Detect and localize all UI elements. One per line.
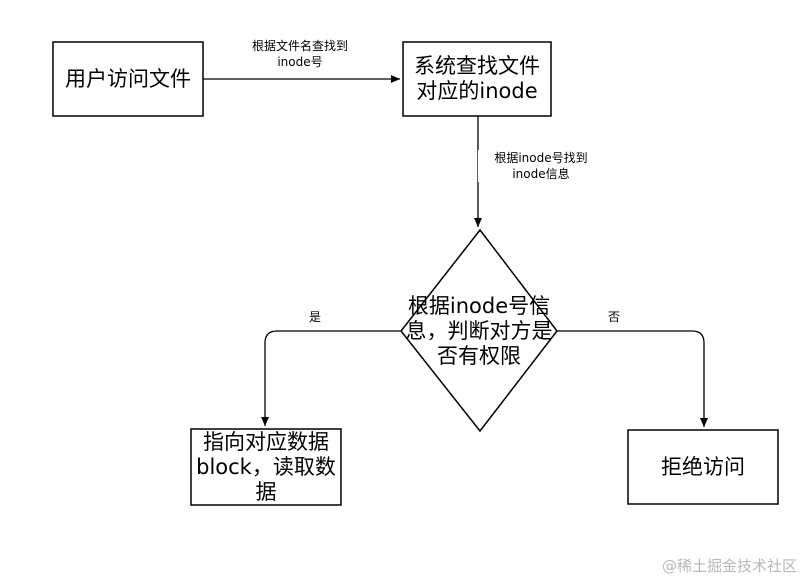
user-access-label: 用户访问文件 xyxy=(53,42,203,116)
deny-access-box xyxy=(627,429,779,505)
permission-check-label: 根据inode号信息，判断对方是否有权限 xyxy=(401,281,557,381)
system-lookup-box xyxy=(402,41,552,117)
read-data-text: 指向对应数据block，读取数据 xyxy=(196,429,336,504)
permission-check-text: 根据inode号信息，判断对方是否有权限 xyxy=(405,293,553,368)
user-access-box xyxy=(52,41,204,117)
edge-label-system-to-check: 根据inode号找到inode信息 xyxy=(478,150,604,182)
user-access-text: 用户访问文件 xyxy=(65,66,191,91)
edge-check-no xyxy=(557,330,708,427)
permission-check-diamond xyxy=(400,228,558,433)
edge-label-check-yes: 是 xyxy=(306,309,324,325)
system-lookup-text: 系统查找文件对应的inode xyxy=(414,54,540,103)
edge-label-check-no: 否 xyxy=(605,309,623,325)
deny-access-text: 拒绝访问 xyxy=(661,454,745,479)
read-data-box xyxy=(190,428,342,506)
edge-check-yes xyxy=(261,330,401,426)
watermark: @稀土掘金技术社区 xyxy=(661,557,797,575)
read-data-label: 指向对应数据block，读取数据 xyxy=(191,429,341,505)
system-lookup-label: 系统查找文件对应的inode xyxy=(403,42,551,116)
edge-label-user-to-system: 根据文件名查找到inode号 xyxy=(240,38,360,70)
deny-access-label: 拒绝访问 xyxy=(628,430,778,504)
